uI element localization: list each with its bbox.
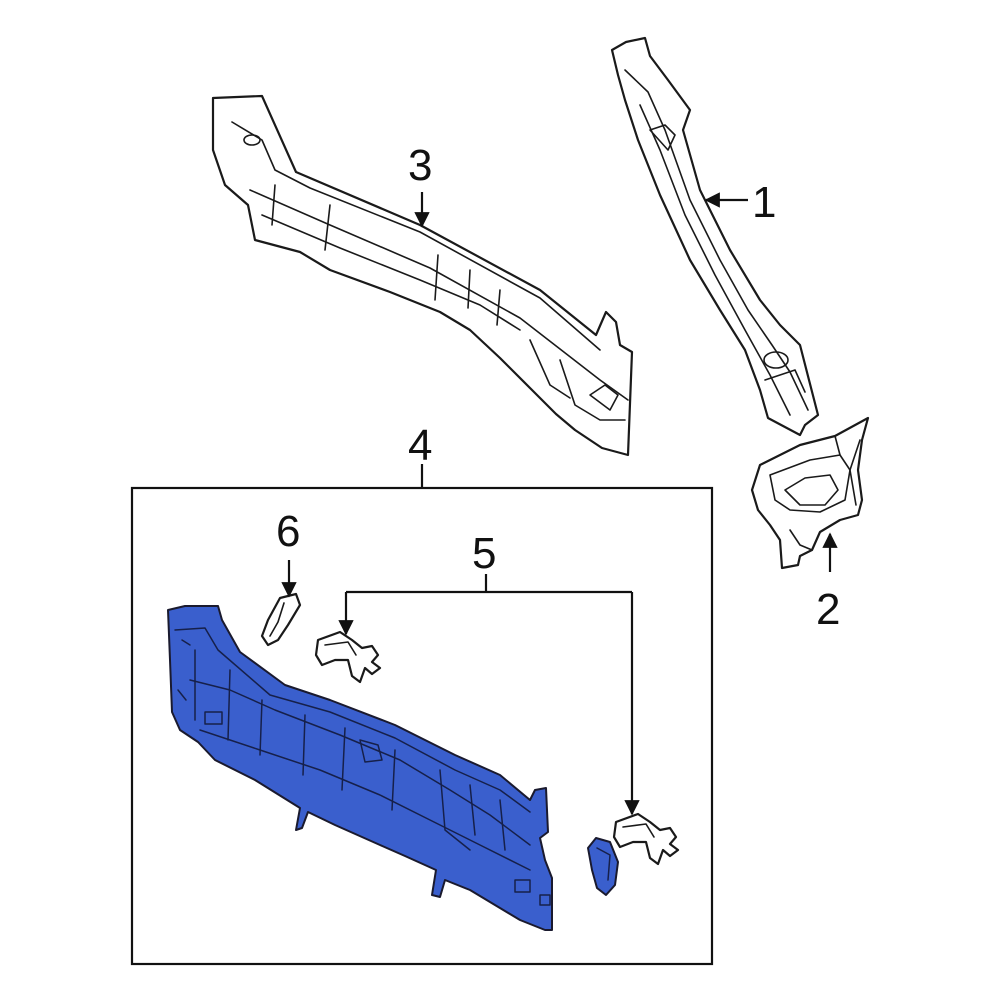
part-4-rear-panel-lower[interactable]: [167, 605, 553, 931]
part-2-corner-bracket[interactable]: [750, 416, 870, 570]
callout-3: 3: [408, 141, 432, 190]
callout-5: 5: [472, 529, 496, 578]
part-3-rear-panel-upper[interactable]: [211, 94, 634, 457]
part-6-bracket[interactable]: [260, 592, 302, 647]
callout-4: 4: [408, 421, 432, 470]
part-1-pillar[interactable]: [610, 36, 820, 437]
leader-5-bracket: [346, 574, 632, 594]
callout-6: 6: [276, 507, 300, 556]
callout-2: 2: [816, 585, 840, 634]
part-5-clip-lower[interactable]: [612, 812, 680, 866]
part-5-clip-upper[interactable]: [314, 630, 382, 684]
part-4-side-clip[interactable]: [587, 837, 619, 896]
callout-1: 1: [752, 178, 776, 227]
